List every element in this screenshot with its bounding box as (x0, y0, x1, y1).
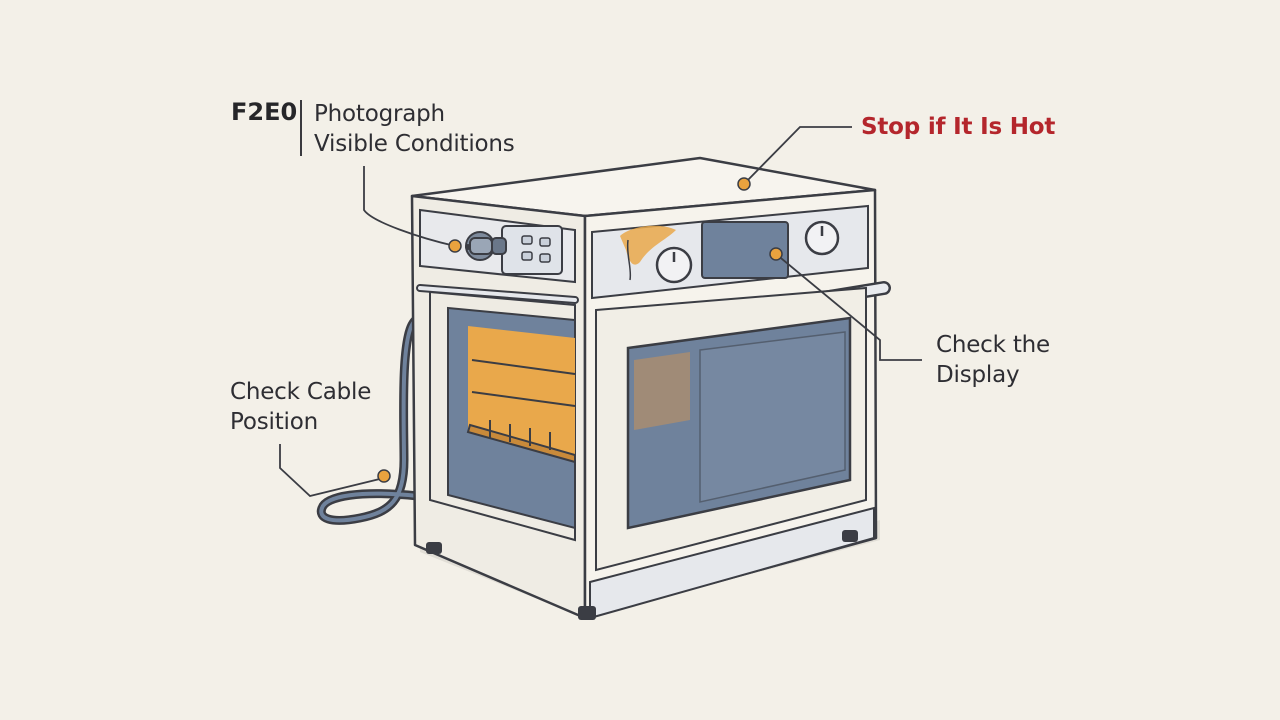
heat-stain (620, 225, 676, 265)
side-button-pad (501, 225, 563, 275)
right-knob-icon (804, 220, 840, 256)
label-hot: Stop if It Is Hot (861, 114, 1056, 140)
code-divider (300, 100, 302, 156)
left-knob-icon (655, 246, 693, 284)
label-display: Check the Display (936, 332, 1051, 388)
interior-glow (468, 326, 575, 458)
marker-cable (377, 469, 391, 483)
marker-hot (737, 177, 751, 191)
marker-photograph (448, 239, 462, 253)
leader-display (775, 253, 922, 361)
leader-cable (279, 444, 385, 497)
leader-photograph (363, 166, 456, 247)
marker-display (769, 247, 783, 261)
code-label: F2E0 (231, 98, 298, 126)
front-display (701, 221, 789, 279)
label-photograph: Photograph Visible Conditions (314, 101, 515, 157)
leader-hot (743, 126, 852, 185)
label-cable: Check Cable Position (230, 379, 372, 435)
